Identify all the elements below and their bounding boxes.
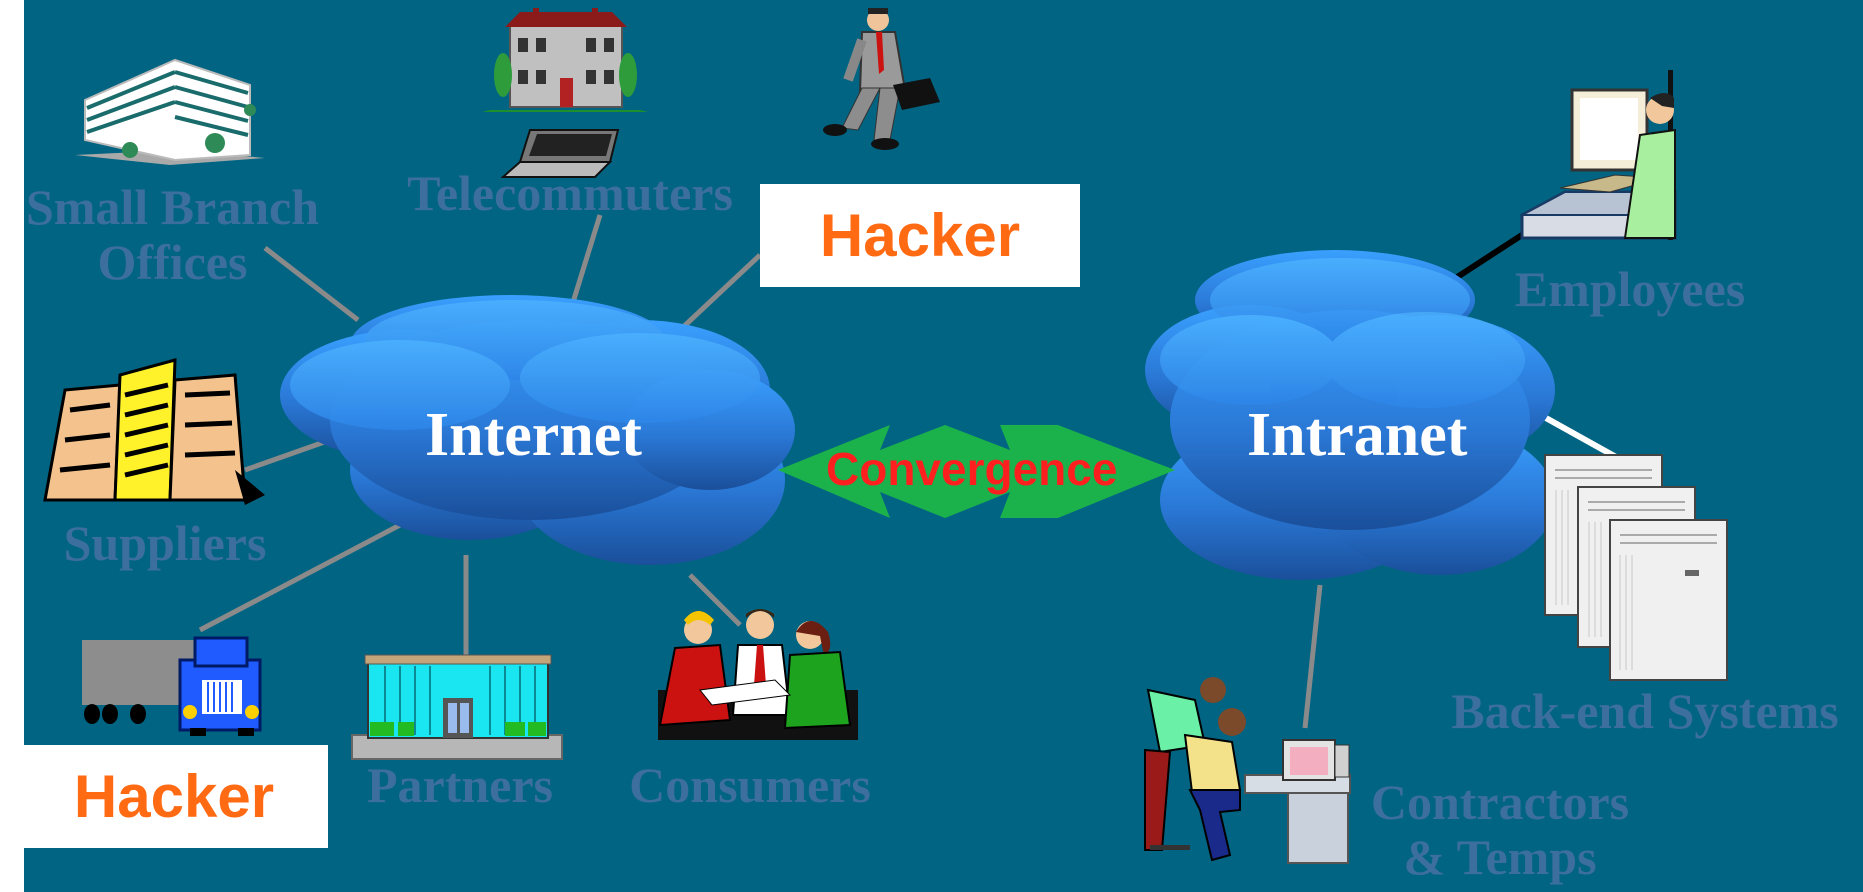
intranet-cloud-icon — [1145, 250, 1555, 580]
laptop-icon — [500, 129, 620, 178]
storefront-icon — [351, 654, 563, 760]
hacker-label-top: Hacker — [819, 202, 1021, 269]
internet-cloud-icon — [280, 295, 795, 565]
label-suppliers: Suppliers — [63, 515, 267, 571]
office-building-icon — [75, 58, 265, 165]
intranet-label: Intranet — [1247, 401, 1468, 469]
hacker-box-bottom: Hacker — [20, 745, 328, 848]
label-small-branch: Small Branch Offices — [15, 180, 330, 290]
label-employees: Employees — [1514, 261, 1746, 317]
label-contractors-line1: Contractors — [1370, 774, 1630, 830]
employee-connector — [1443, 230, 1527, 288]
label-consumers: Consumers — [629, 757, 871, 813]
computer-user-icon — [1520, 70, 1677, 240]
walking-businessman-icon — [823, 8, 940, 150]
server-racks-icon — [1544, 454, 1728, 681]
internet-label: Internet — [425, 401, 642, 469]
label-telecommuters: Telecommuters — [407, 165, 733, 221]
hacker-box-top: Hacker — [760, 184, 1080, 287]
truck-icon — [82, 636, 262, 736]
convergence-label: Convergence — [826, 443, 1118, 495]
label-contractors-line2: & Temps — [1403, 829, 1597, 885]
label-partners: Partners — [366, 757, 554, 813]
convergence-arrow-icon — [778, 425, 1175, 518]
label-backend-systems: Back-end Systems — [1451, 683, 1839, 739]
workers-at-computer-icon — [1144, 677, 1351, 864]
connector-lines — [198, 214, 1323, 729]
label-small-branch-line1: Small Branch — [25, 179, 320, 235]
hacker-label-bottom: Hacker — [73, 763, 275, 830]
label-contractors: Contractors & Temps — [1355, 775, 1645, 885]
label-small-branch-line2: Offices — [97, 234, 248, 290]
factory-icon — [43, 358, 265, 505]
meeting-people-icon — [658, 609, 858, 740]
house-icon — [482, 8, 648, 112]
